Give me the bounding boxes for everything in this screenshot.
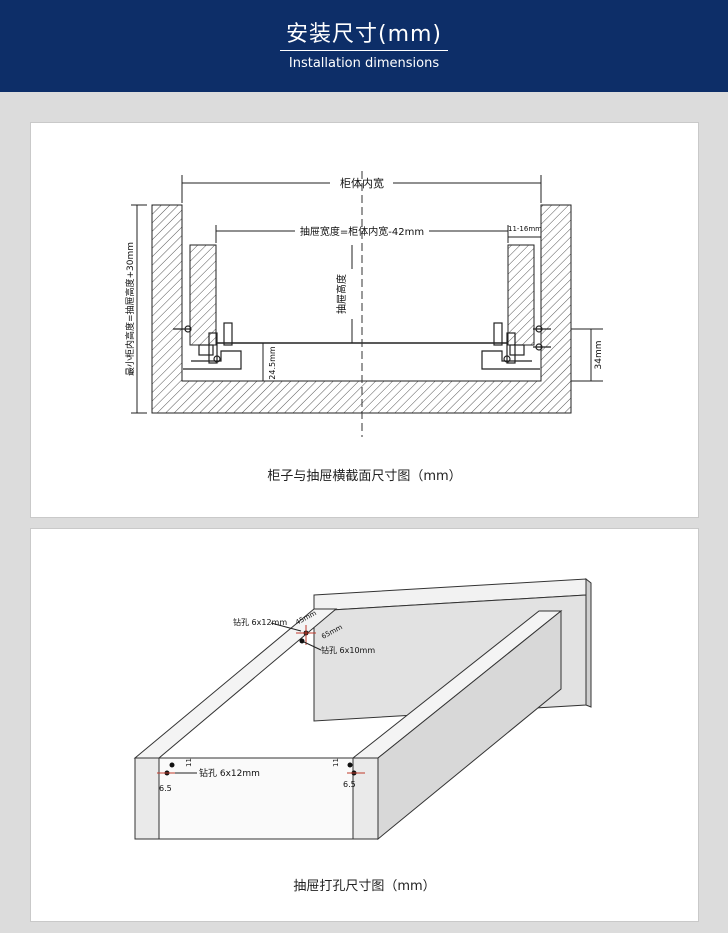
label-34: 34mm xyxy=(594,341,604,370)
cabinet-body xyxy=(151,204,572,414)
slide-right xyxy=(481,322,551,370)
label-gap: 11-16mm xyxy=(508,225,542,233)
label-11-right: 11 xyxy=(332,758,340,767)
drawer-side-right-outer xyxy=(377,609,562,841)
cross-section-diagram: 柜体内宽 抽屉宽度=柜体内宽-42mm 11-16mm 抽屉高度 最小柜内高度=… xyxy=(124,171,604,437)
drilling-diagram: 钻孔 6x12mm 45mm 65mm 钻孔 6x10mm 11 钻孔 6x12… xyxy=(133,577,592,841)
drawer-side-right xyxy=(507,244,535,346)
label-cabinet-inner-width: 柜体内宽 xyxy=(340,176,384,190)
header-banner: 安装尺寸(mm) Installation dimensions xyxy=(0,0,728,92)
drill-hole-front-right xyxy=(347,762,353,768)
label-drill-6x12-front: 钻孔 6x12mm xyxy=(199,767,260,779)
caption-drilling: 抽屉打孔尺寸图（mm） xyxy=(293,879,436,894)
drawer-side-left-face xyxy=(134,757,160,840)
label-drawer-width: 抽屉宽度=柜体内宽-42mm xyxy=(300,225,424,238)
label-24-5: 24.5mm xyxy=(268,346,277,380)
label-11-left: 11 xyxy=(185,758,193,767)
page-subtitle: Installation dimensions xyxy=(288,56,440,71)
label-min-inner-height: 最小柜内高度=抽屉高度+30mm xyxy=(124,242,136,376)
label-drill-6x12-top: 钻孔 6x12mm xyxy=(233,617,287,627)
caption-cross-section: 柜子与抽屉横截面尺寸图（mm） xyxy=(267,469,462,484)
label-6-5-right: 6.5 xyxy=(343,780,356,789)
drawer-side-left xyxy=(189,244,217,346)
slide-left xyxy=(173,322,242,370)
label-drawer-height: 抽屉高度 xyxy=(335,274,348,314)
drawer-back-side xyxy=(585,577,592,708)
title-underline xyxy=(280,50,448,51)
drawer-side-right-face xyxy=(352,757,379,840)
cross-section-panel: 柜体内宽 抽屉宽度=柜体内宽-42mm 11-16mm 抽屉高度 最小柜内高度=… xyxy=(30,122,699,518)
drill-hole-top-2 xyxy=(299,638,305,644)
drilling-panel: 钻孔 6x12mm 45mm 65mm 钻孔 6x10mm 11 钻孔 6x12… xyxy=(30,528,699,922)
drill-hole-front-left xyxy=(169,762,175,768)
label-6-5-left: 6.5 xyxy=(159,784,172,793)
drawer-front-panel xyxy=(158,757,354,840)
page-title: 安装尺寸(mm) xyxy=(285,22,443,47)
label-drill-6x10: 钻孔 6x10mm xyxy=(321,645,375,655)
